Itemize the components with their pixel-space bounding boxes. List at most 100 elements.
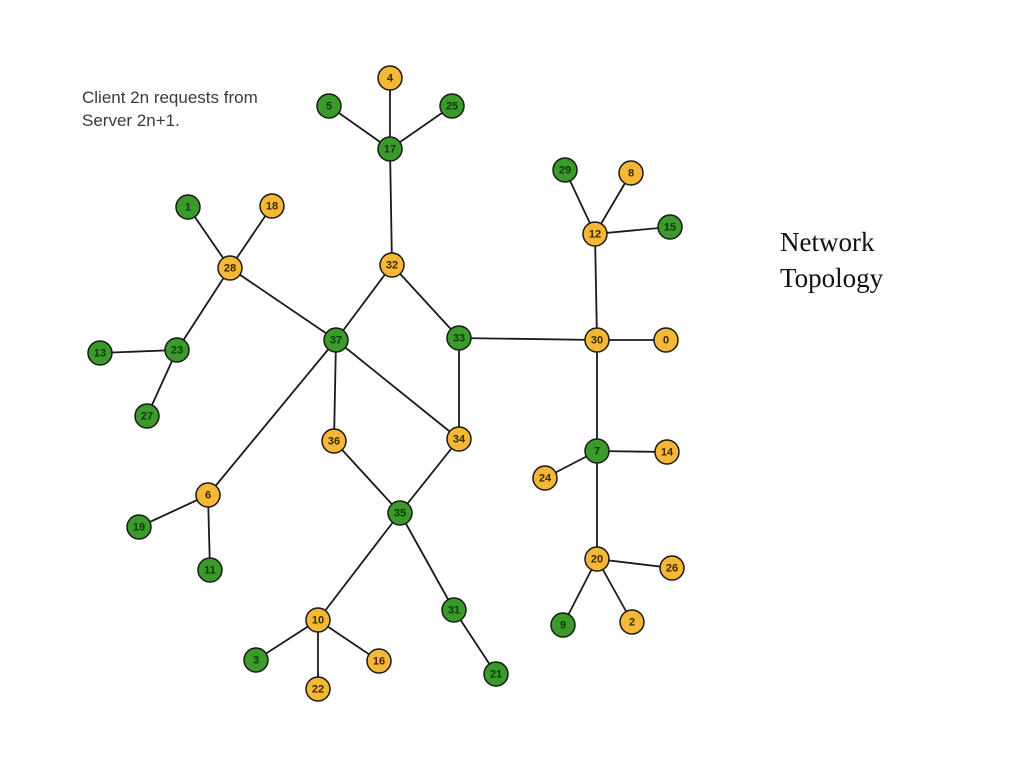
node-17: 17 [377,136,403,162]
node-21: 21 [483,661,509,687]
node-12-circle [582,221,608,247]
node-20-label: 20 [591,554,603,566]
edge-37-36 [333,339,337,442]
node-9-circle [550,612,576,638]
node-21-label: 21 [490,669,502,681]
node-1: 1 [175,194,201,220]
node-18: 18 [259,193,285,219]
node-13: 13 [87,340,113,366]
node-34-circle [446,426,472,452]
node-33-circle [446,325,472,351]
node-36-label: 36 [328,436,340,448]
node-16-label: 16 [373,656,385,668]
node-14: 14 [654,439,680,465]
node-35-circle [387,500,413,526]
node-10-label: 10 [312,615,324,627]
edge-35-10 [317,512,401,621]
node-0: 0 [653,327,679,353]
node-26: 26 [659,555,685,581]
edge-34-35 [399,438,460,514]
node-28-label: 28 [224,263,236,275]
node-8-circle [618,160,644,186]
node-23-circle [164,337,190,363]
node-35: 35 [387,500,413,526]
node-3-label: 3 [253,655,259,667]
node-13-label: 13 [94,348,106,360]
node-19-label: 19 [133,522,145,534]
node-30-circle [584,327,610,353]
node-23: 23 [164,337,190,363]
node-10: 10 [305,607,331,633]
node-5-label: 5 [326,101,332,113]
node-30: 30 [584,327,610,353]
node-11: 11 [197,557,223,583]
diagram-caption: Client 2n requests from Server 2n+1. [82,86,258,132]
edge-28-37 [229,267,337,341]
edge-36-35 [333,440,401,514]
node-1-circle [175,194,201,220]
title-line-2: Topology [780,263,884,293]
node-13-circle [87,340,113,366]
node-5-circle [316,93,342,119]
node-7-label: 7 [594,446,600,458]
node-25: 25 [439,93,465,119]
node-25-circle [439,93,465,119]
node-9: 9 [550,612,576,638]
node-6-circle [195,482,221,508]
caption-line-1: Client 2n requests from [82,88,258,107]
node-0-label: 0 [663,335,669,347]
edge-13-23 [99,349,178,354]
node-17-label: 17 [384,144,396,156]
node-8: 8 [618,160,644,186]
node-30-label: 30 [591,335,603,347]
node-22-circle [305,676,331,702]
edge-32-37 [335,264,393,341]
node-18-circle [259,193,285,219]
node-12: 12 [582,221,608,247]
node-23-label: 23 [171,345,183,357]
edge-28-23 [176,267,231,351]
node-18-label: 18 [266,201,278,213]
node-28: 28 [217,255,243,281]
node-7: 7 [584,438,610,464]
node-16-circle [366,648,392,674]
node-29-label: 29 [559,165,571,177]
edge-layer [99,78,673,689]
node-5: 5 [316,93,342,119]
node-28-circle [217,255,243,281]
node-3: 3 [243,647,269,673]
node-12-label: 12 [589,229,601,241]
node-4-label: 4 [387,73,394,85]
node-7-circle [584,438,610,464]
node-34: 34 [446,426,472,452]
node-1-label: 1 [185,202,191,214]
node-20-circle [584,546,610,572]
node-36-circle [321,428,347,454]
node-layer: 0123456789101112131415161718192021222324… [87,65,685,702]
node-35-label: 35 [394,508,406,520]
node-2-circle [619,609,645,635]
node-37: 37 [323,327,349,353]
node-10-circle [305,607,331,633]
node-33-label: 33 [453,333,465,345]
node-15-label: 15 [664,222,676,234]
node-9-label: 9 [560,620,566,632]
node-29-circle [552,157,578,183]
node-0-circle [653,327,679,353]
node-14-circle [654,439,680,465]
node-32-circle [379,252,405,278]
node-27-circle [134,403,160,429]
node-24: 24 [532,465,558,491]
node-8-label: 8 [628,168,634,180]
edge-33-30 [458,337,598,341]
node-31-circle [441,597,467,623]
caption-line-2: Server 2n+1. [82,111,180,130]
node-3-circle [243,647,269,673]
node-32-label: 32 [386,260,398,272]
node-34-label: 34 [453,434,466,446]
edge-12-30 [594,233,598,341]
edge-35-31 [399,512,455,611]
node-22: 22 [305,676,331,702]
edge-32-33 [391,264,460,339]
